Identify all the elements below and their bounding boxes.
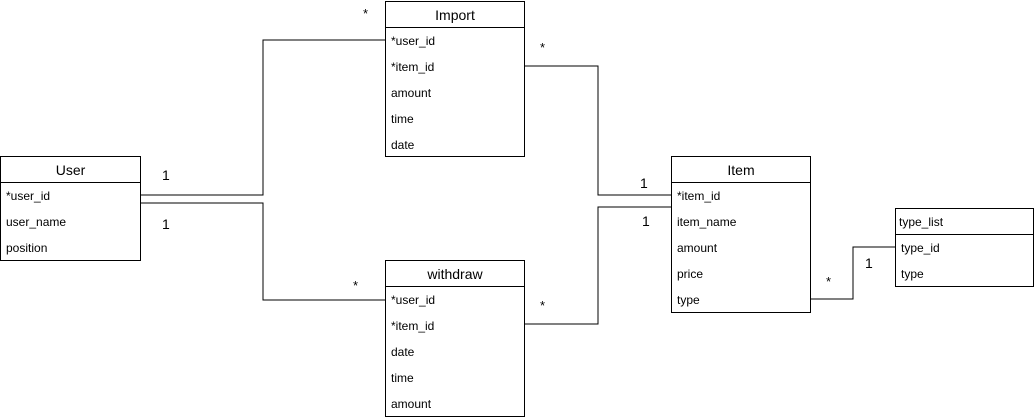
entity-field: *item_id bbox=[677, 189, 721, 203]
entity-field: position bbox=[6, 241, 48, 255]
entity-field: time bbox=[391, 371, 414, 385]
connector-item-typelist bbox=[811, 246, 895, 300]
multiplicity-withdraw-item: * bbox=[540, 298, 546, 313]
entity-field: *item_id bbox=[391, 319, 435, 333]
entity-item[interactable]: Item *item_id item_name amount price typ… bbox=[671, 156, 811, 313]
entity-type-list[interactable]: type_list type_id type bbox=[895, 208, 1034, 287]
connector-withdraw-item bbox=[525, 206, 671, 325]
entity-field: date bbox=[391, 138, 415, 152]
connector-user-withdraw bbox=[141, 202, 385, 301]
entity-field: amount bbox=[391, 86, 432, 100]
entity-field: time bbox=[391, 112, 414, 126]
multiplicity-item-import: 1 bbox=[640, 175, 648, 191]
entity-withdraw[interactable]: withdraw *user_id *item_id date time amo… bbox=[385, 260, 525, 417]
entity-field: amount bbox=[677, 241, 718, 255]
entity-field: *user_id bbox=[391, 293, 436, 307]
entity-field: amount bbox=[391, 397, 432, 411]
entity-field: type bbox=[901, 267, 924, 281]
connector-import-item bbox=[525, 65, 671, 196]
entity-field: item_name bbox=[677, 215, 737, 229]
entity-title: Item bbox=[672, 157, 810, 183]
entity-field: price bbox=[677, 267, 704, 281]
entity-user[interactable]: User *user_id user_name position bbox=[0, 156, 141, 261]
multiplicity-item-withdraw: 1 bbox=[642, 213, 650, 229]
entity-title: withdraw bbox=[386, 261, 524, 287]
entity-field: *item_id bbox=[391, 60, 435, 74]
multiplicity-import-user: * bbox=[363, 6, 369, 21]
entity-field: type_id bbox=[901, 241, 940, 255]
multiplicity-item-typelist: * bbox=[826, 274, 832, 289]
multiplicity-user-withdraw: 1 bbox=[162, 216, 170, 232]
entity-import[interactable]: Import *user_id *item_id amount time dat… bbox=[385, 1, 525, 157]
entity-field: user_name bbox=[6, 215, 67, 229]
multiplicity-import-item: * bbox=[540, 40, 546, 55]
entity-title: Import bbox=[386, 2, 524, 28]
entity-field: *user_id bbox=[6, 189, 51, 203]
multiplicity-typelist-item: 1 bbox=[865, 255, 873, 271]
multiplicity-withdraw-user: * bbox=[353, 278, 359, 293]
entity-field: *user_id bbox=[391, 34, 436, 48]
entity-title: User bbox=[1, 157, 140, 183]
entity-field: type bbox=[677, 293, 700, 307]
entity-field: date bbox=[391, 345, 415, 359]
connector-user-import bbox=[141, 39, 385, 196]
entity-title: type_list bbox=[896, 209, 1033, 235]
multiplicity-user-import: 1 bbox=[162, 167, 170, 183]
